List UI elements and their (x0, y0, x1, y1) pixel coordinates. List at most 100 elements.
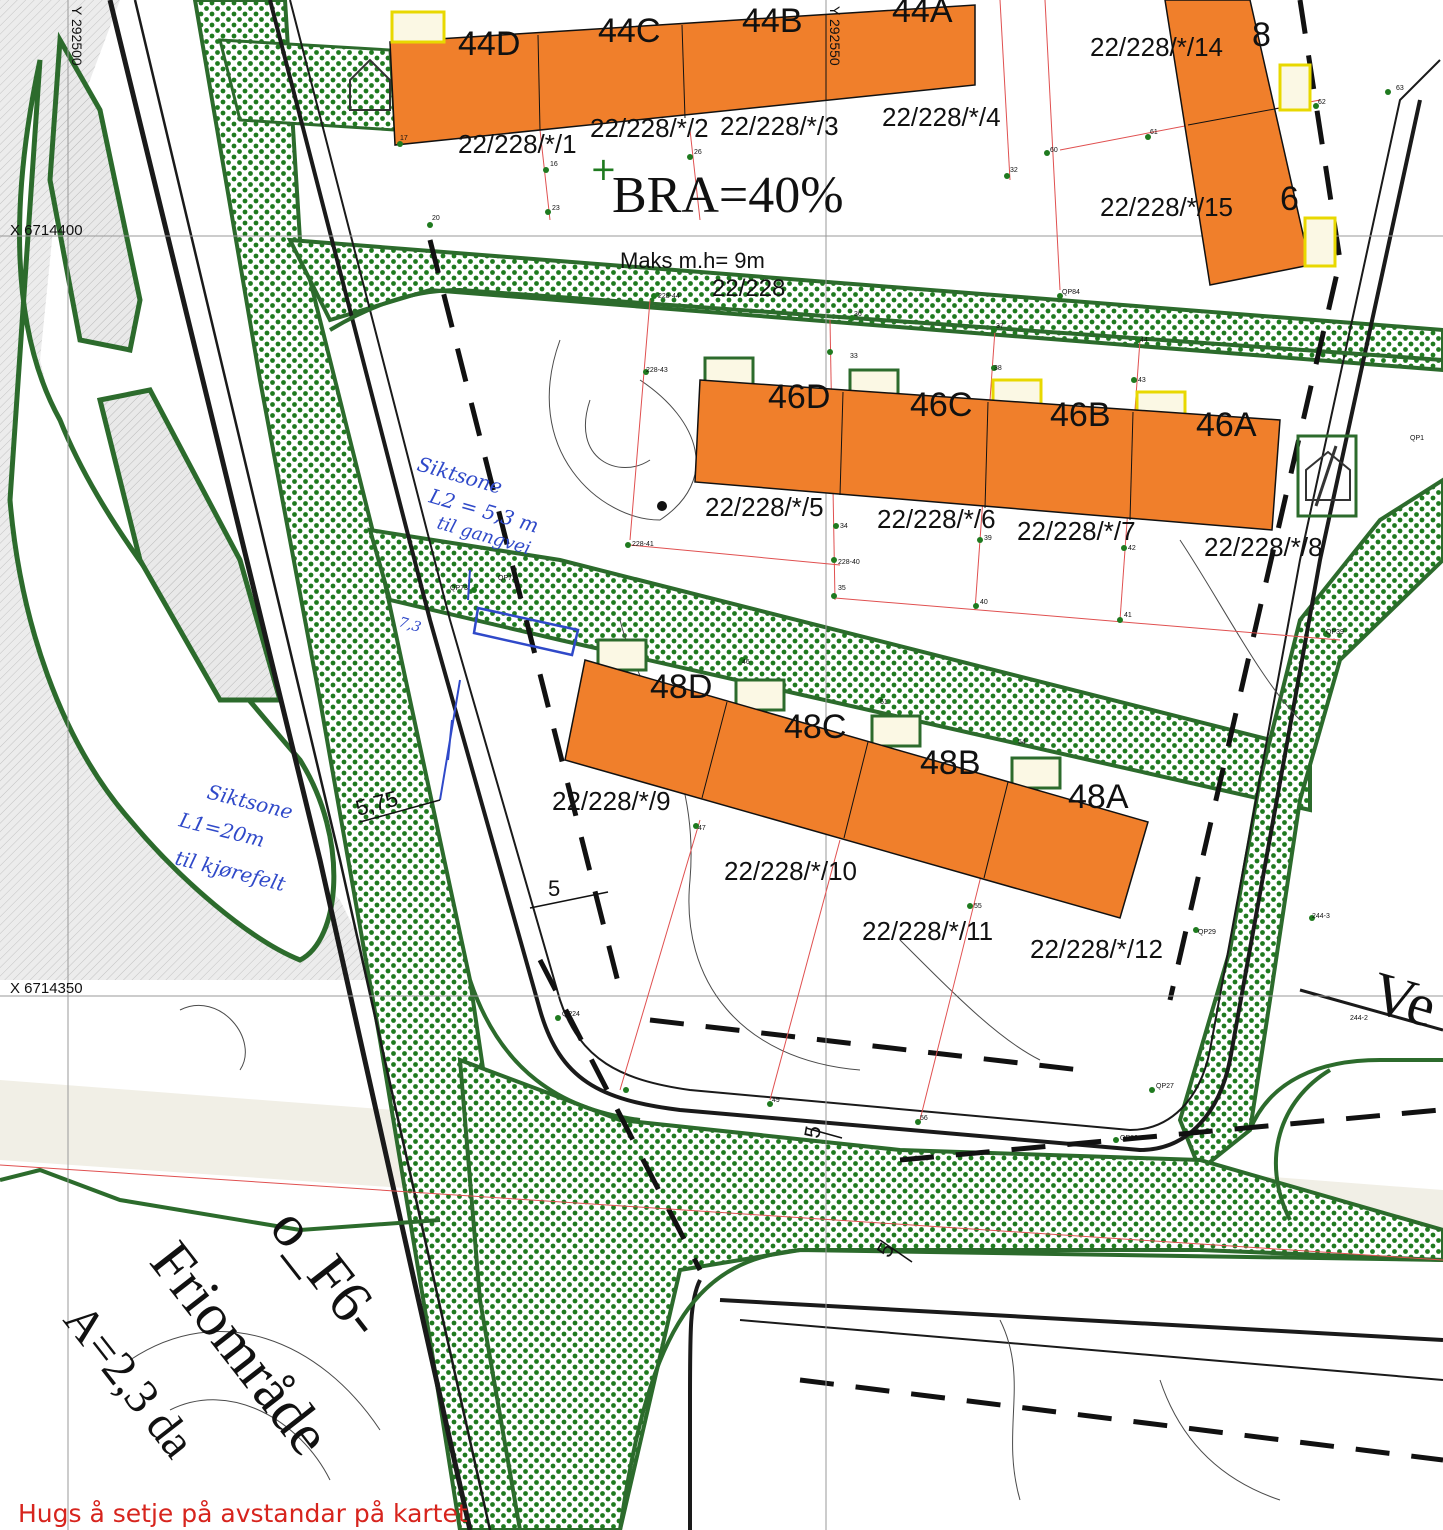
pt-qp72: QP72 (498, 575, 516, 582)
coord-y-292500: Y 292500 (69, 6, 85, 66)
pt-35: 35 (838, 585, 846, 592)
height-label: Maks m.h= 9m (620, 248, 765, 273)
building-row-48 (564, 638, 1149, 919)
pt-42: 42 (1128, 545, 1136, 552)
building-6: 6 (1280, 180, 1299, 218)
pt-qp24: QP24 (562, 1011, 580, 1018)
dashed-building-lines (427, 0, 1443, 1463)
building-46a: 46A (1196, 406, 1257, 444)
green-zone-middle-band (367, 527, 1312, 813)
pt-36: 36 (854, 311, 862, 318)
sight-zone-box (472, 606, 580, 657)
green-outlines (0, 287, 1443, 1530)
house-symbol-top-icon (349, 58, 391, 111)
parcel-1: 22/228/*/1 (458, 129, 577, 159)
pt-43: 43 (1138, 377, 1146, 384)
parcel-main-label: 22/228 (712, 275, 785, 302)
pt-qp26: QP26 (1120, 1135, 1138, 1142)
black-dot-marker (657, 501, 667, 511)
parcel-4: 22/228/*/4 (882, 102, 1001, 132)
building-44c: 44C (598, 12, 660, 50)
building-48c: 48C (784, 708, 846, 746)
building-44a: 44A (892, 0, 953, 30)
sight-zone-line (439, 569, 471, 801)
building-row-46 (694, 356, 1281, 531)
pt-34: 34 (840, 523, 848, 530)
building-44b: 44B (742, 2, 803, 40)
pt-qp29: QP29 (1198, 929, 1216, 936)
building-48a: 48A (1068, 778, 1129, 816)
red-note: Hugs å setje på avstandar på kartet (18, 1499, 468, 1528)
pt-qp27: QP27 (1156, 1083, 1174, 1090)
pt-228-40: 228-40 (838, 559, 860, 566)
parcel-15: 22/228/*/15 (1100, 192, 1233, 222)
pt-33: 33 (850, 353, 858, 360)
pt-40: 40 (980, 599, 988, 606)
pt-41: 41 (1124, 612, 1132, 619)
dim-5-b: 5 (799, 1124, 826, 1140)
pt-61: 61 (1150, 129, 1158, 136)
parcel-9: 22/228/*/9 (552, 786, 671, 816)
pt-244-3: 244-3 (1312, 913, 1330, 920)
dim-5-a: 5 (548, 876, 560, 901)
pt-47: 47 (698, 825, 706, 832)
pt-55: 55 (974, 903, 982, 910)
pt-17: 17 (400, 135, 408, 142)
building-46c: 46C (910, 386, 972, 424)
dimension-lines (359, 799, 913, 1263)
coord-y-292550: Y 292550 (827, 6, 843, 66)
parcel-11: 22/228/*/11 (862, 916, 993, 946)
building-46d: 46D (768, 378, 830, 416)
parcel-6: 22/228/*/6 (877, 504, 996, 534)
pt-54: 54 (1018, 739, 1026, 746)
parcel-5: 22/228/*/5 (705, 492, 824, 522)
pt-20: 20 (432, 215, 440, 222)
pt-qp84: QP84 (1062, 289, 1080, 296)
pt-49: 49 (772, 1097, 780, 1104)
contour-lines (129, 339, 1301, 1501)
pt-32: 32 (1010, 167, 1018, 174)
survey-point-markers (397, 89, 1391, 1143)
left-island-2 (47, 31, 143, 353)
building-46b: 46B (1050, 396, 1111, 434)
pt-qp39: QP39 (1326, 629, 1344, 636)
parcel-10: 22/228/*/10 (724, 856, 857, 886)
parcel-7: 22/228/*/7 (1017, 516, 1136, 546)
pt-62: 62 (1318, 99, 1326, 106)
parcel-2: 22/228/*/2 (590, 113, 709, 143)
parcel-14: 22/228/*/14 (1090, 32, 1223, 62)
pt-26: 26 (694, 149, 702, 156)
building-8: 8 (1252, 16, 1271, 54)
pt-228-44: 228-44 (658, 293, 680, 300)
pt-qp1: QP1 (1410, 435, 1424, 442)
parcel-12: 22/228/*/12 (1030, 934, 1163, 964)
building-48d: 48D (650, 668, 712, 706)
pt-228-43: 228-43 (646, 367, 668, 374)
pt-37: 37 (996, 323, 1004, 330)
pt-39: 39 (984, 535, 992, 542)
green-cross-marker: + (590, 150, 617, 188)
pt-60: 60 (1050, 147, 1058, 154)
pt-244-2: 244-2 (1350, 1015, 1368, 1022)
sight-zone-2-dim: 7,3 (397, 614, 423, 636)
pt-63: 63 (1396, 85, 1404, 92)
pt-46: 46 (742, 659, 750, 666)
bra-label: BRA=40% (612, 167, 844, 224)
house-symbol-icon (1296, 434, 1358, 518)
green-zone-top-left (218, 38, 397, 132)
building-8-6 (1164, 0, 1337, 286)
building-row-44 (389, 4, 976, 146)
pt-38: 38 (994, 365, 1002, 372)
pt-qp73: QP73 (450, 585, 468, 592)
pt-56: 56 (920, 1115, 928, 1122)
pt-23: 23 (552, 205, 560, 212)
pt-44: 44 (1140, 337, 1148, 344)
coord-x-6714400: X 6714400 (10, 222, 83, 239)
building-48b: 48B (920, 744, 981, 782)
parcel-8: 22/228/*/8 (1204, 532, 1323, 562)
building-44d: 44D (458, 25, 520, 63)
coord-x-6714350: X 6714350 (10, 980, 83, 997)
pt-51: 51 (880, 699, 888, 706)
pt-16: 16 (550, 161, 558, 168)
